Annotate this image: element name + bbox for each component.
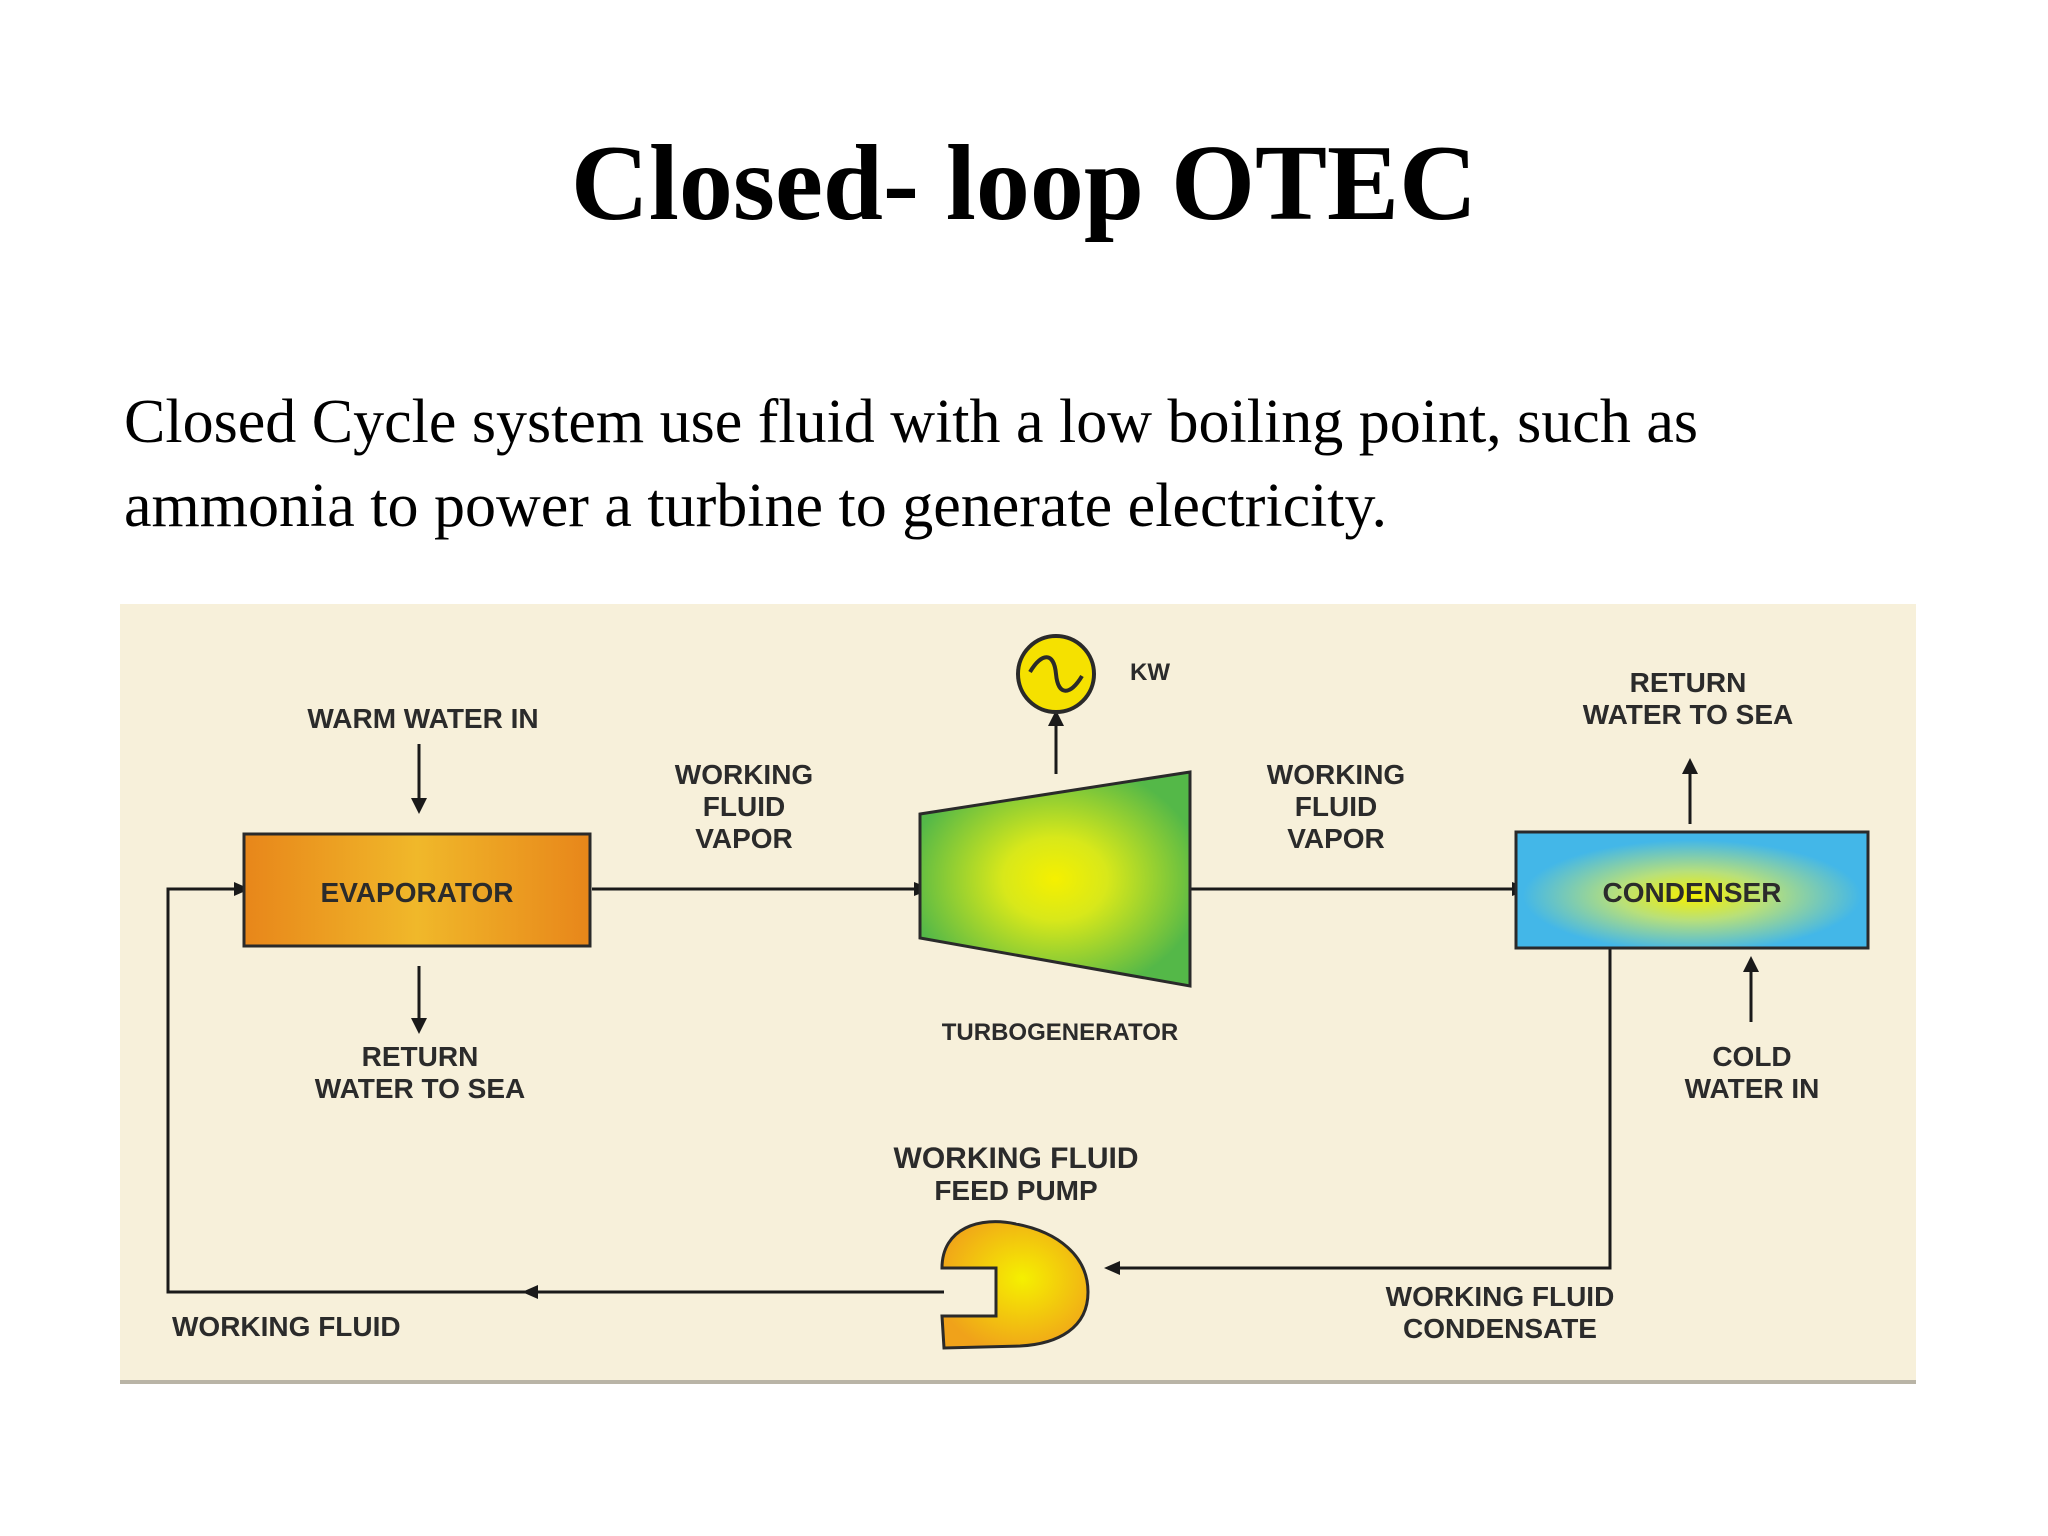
flow-lines <box>166 722 1753 1294</box>
slide-title: Closed- loop OTEC <box>570 124 1478 243</box>
vapor-left-label: WORKING <box>675 759 813 790</box>
vapor-left-label: VAPOR <box>695 823 793 854</box>
turbogenerator-label: TURBOGENERATOR <box>942 1019 1178 1046</box>
otec-diagram: EVAPORATOR TURBOGENERATOR KW CONDENSER W… <box>120 604 1916 1384</box>
vapor-left-label: FLUID <box>703 791 785 822</box>
condensate-label: CONDENSATE <box>1403 1313 1597 1344</box>
condensate-label: WORKING FLUID <box>1386 1281 1615 1312</box>
diagram-bottom-rule <box>120 1380 1916 1384</box>
kw-label: KW <box>1130 659 1170 686</box>
turbine-shape <box>918 770 1192 988</box>
ac-wave-icon <box>1028 655 1084 693</box>
return-water-right-label: WATER TO SEA <box>1583 699 1794 730</box>
vapor-right-label: WORKING <box>1267 759 1405 790</box>
body-line: ammonia to power a turbine to generate e… <box>124 472 1388 540</box>
body-line: Closed Cycle system use fluid with a low… <box>124 388 1698 456</box>
feed-pump-shape <box>940 1220 1090 1350</box>
return-water-left-label: RETURN <box>362 1041 479 1072</box>
feed-pump-label: FEED PUMP <box>934 1175 1097 1206</box>
working-fluid-label: WORKING FLUID <box>172 1311 401 1342</box>
warm-water-in-label: WARM WATER IN <box>307 703 538 734</box>
cold-water-label: COLD <box>1712 1041 1791 1072</box>
condensate-line <box>1118 949 1612 1270</box>
slide-body: Closed Cycle system use fluid with a low… <box>124 380 1964 548</box>
condenser-label: CONDENSER <box>1603 877 1782 908</box>
evaporator-label: EVAPORATOR <box>321 877 514 908</box>
cold-water-label: WATER IN <box>1685 1073 1820 1104</box>
evaporator-box <box>242 832 592 948</box>
feed-pump-label: WORKING FLUID <box>894 1142 1139 1175</box>
return-water-left-label: WATER TO SEA <box>315 1073 526 1104</box>
condenser-box <box>1514 830 1870 950</box>
vapor-right-label: VAPOR <box>1287 823 1385 854</box>
return-water-right-label: RETURN <box>1630 667 1747 698</box>
return-fluid-line <box>166 887 944 1294</box>
vapor-right-label: FLUID <box>1295 791 1377 822</box>
